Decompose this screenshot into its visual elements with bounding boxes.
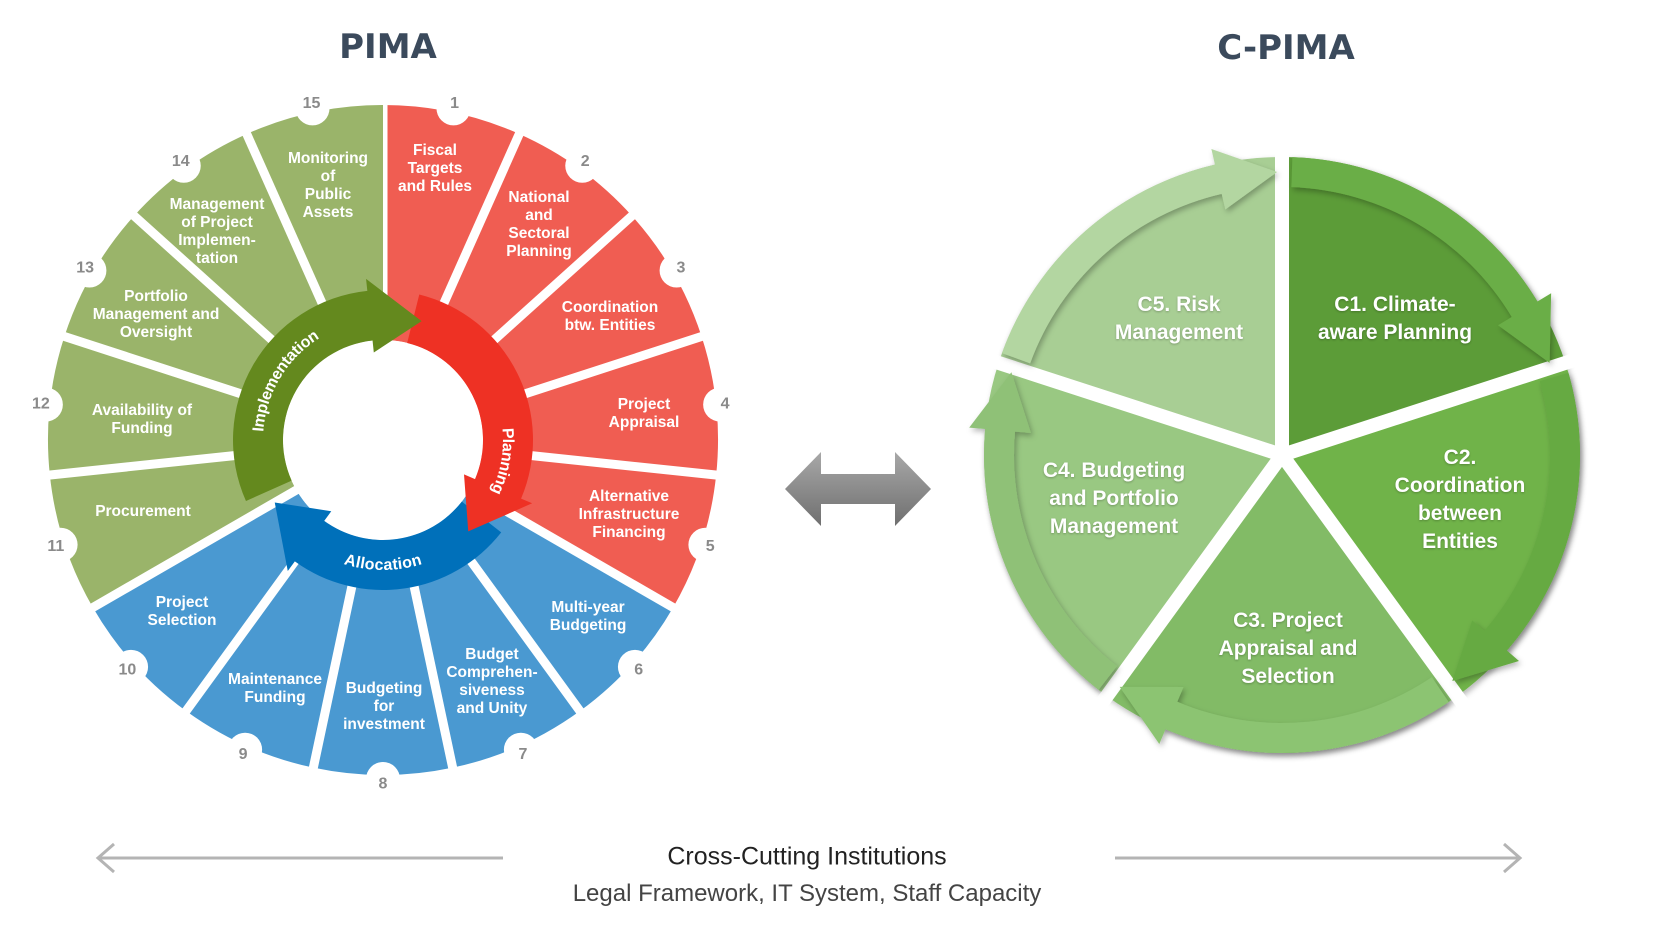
segment-number: 5 <box>706 538 715 555</box>
implementation-arrow <box>233 278 422 502</box>
segment-number: 11 <box>47 538 64 555</box>
pima-segment-label: Budget Comprehen- siveness and Unity <box>446 646 538 717</box>
sector-gap <box>1279 346 1597 462</box>
pima-segment-7 <box>403 520 580 768</box>
pima-segment-1 <box>383 105 520 349</box>
pima-segment-12 <box>48 336 288 476</box>
segment-number: 2 <box>581 153 590 170</box>
sector-gap <box>1083 450 1288 725</box>
pima-segment-label: Project Appraisal <box>608 396 680 431</box>
pima-segment-label: Monitoring of Public Assets <box>287 150 369 221</box>
pima-segment-2 <box>423 133 632 374</box>
segment-number: 13 <box>76 260 94 277</box>
pima-title: PIMA <box>339 27 437 67</box>
pima-segment-label: Fiscal Targets and Rules <box>397 142 473 195</box>
pima-segment-label: Portfolio Management and Oversight <box>92 288 220 341</box>
cpima-title: C-PIMA <box>1217 28 1355 68</box>
number-badge <box>166 148 201 183</box>
pima-segment-9 <box>186 520 363 768</box>
segment-number: 6 <box>634 662 643 679</box>
pima-center <box>283 340 483 540</box>
svg-text:Allocation: Allocation <box>343 551 424 574</box>
pima-segment-8 <box>313 537 453 776</box>
sector-gap <box>1276 450 1481 725</box>
pima-segment-label: Availability of Funding <box>91 402 193 437</box>
cross-cutting-title: Cross-Cutting Institutions <box>667 842 947 871</box>
cpima-component-label: C5. Risk Management <box>1114 293 1244 344</box>
cpima-arrow-2 <box>1452 372 1581 682</box>
cpima-component-label: C4. Budgeting and Portfolio Management <box>1042 459 1186 538</box>
planning-arrow <box>407 294 533 532</box>
segment-number: 3 <box>676 260 685 277</box>
number-badge <box>503 732 538 767</box>
cpima-arrow-3 <box>1119 677 1449 754</box>
number-badge <box>43 527 78 562</box>
segment-number: 8 <box>379 776 388 793</box>
pima-segment-11 <box>49 450 297 608</box>
segment-number: 12 <box>32 396 50 413</box>
pima-segment-label: Multi-year Budgeting <box>549 599 627 634</box>
segment-number: 4 <box>721 396 730 413</box>
number-badge <box>565 148 600 183</box>
number-badge <box>72 253 107 288</box>
number-badge <box>688 527 723 562</box>
number-badge <box>617 649 652 684</box>
pima-segment-10 <box>92 490 325 712</box>
segment-number: 14 <box>172 153 190 170</box>
cpima-arrow-1 <box>1291 157 1552 363</box>
cpima-component-label: C2. Coordination between Entities <box>1394 446 1526 553</box>
number-badge <box>703 387 738 422</box>
pima-wheel <box>41 97 725 777</box>
pima-segment-label: Maintenance Funding <box>228 671 322 706</box>
sector-gap <box>967 346 1285 462</box>
pima-segment-5 <box>469 450 717 608</box>
allocation-arrow <box>274 501 502 590</box>
pima-segment-label: Budgeting for investment <box>343 680 425 733</box>
pima-segment-3 <box>457 215 702 410</box>
allocation-cycle-label: Allocation <box>343 551 424 574</box>
segment-number: 1 <box>450 95 459 112</box>
segment-number: 9 <box>239 746 248 763</box>
pima-segment-14 <box>134 133 343 374</box>
number-badge <box>228 732 263 767</box>
pima-segment-label: National and Sectoral Planning <box>506 189 572 260</box>
cpima-arrow-5 <box>1001 149 1278 364</box>
cpima-sector-3 <box>1106 455 1458 753</box>
pima-segment-label: Management of Project Implemen- tation <box>169 196 265 267</box>
pima-segment-15 <box>246 105 383 349</box>
segment-number: 7 <box>518 746 527 763</box>
number-badge <box>295 91 330 126</box>
number-badge <box>366 762 400 796</box>
number-badge <box>28 387 63 422</box>
right-arrowhead-icon <box>1503 842 1523 874</box>
double-arrow-icon <box>785 452 931 526</box>
segment-number: 15 <box>303 95 321 112</box>
pima-segment-label: Coordination btw. Entities <box>561 299 659 334</box>
cpima-wheel <box>967 127 1597 754</box>
left-arrowhead-icon <box>95 842 115 874</box>
number-badge <box>114 649 149 684</box>
pima-segment-label: Procurement <box>95 503 191 520</box>
number-badge <box>659 253 694 288</box>
cpima-arrow-4 <box>969 372 1118 690</box>
pima-segment-4 <box>478 336 718 476</box>
cpima-component-label: C3. Project Appraisal and Selection <box>1218 609 1358 688</box>
cross-cutting-subtitle: Legal Framework, IT System, Staff Capaci… <box>572 880 1042 907</box>
number-badge <box>436 91 471 126</box>
cpima-component-label: C1. Climate- aware Planning <box>1317 293 1473 344</box>
segment-number: 10 <box>118 662 136 679</box>
cross-cutting-arrows <box>95 842 1523 874</box>
pima-segment-label: Alternative Infrastructure Financing <box>578 488 680 541</box>
pima-segment-13 <box>64 215 309 410</box>
pima-segment-label: Project Selection <box>147 594 217 629</box>
pima-segment-6 <box>441 490 674 712</box>
